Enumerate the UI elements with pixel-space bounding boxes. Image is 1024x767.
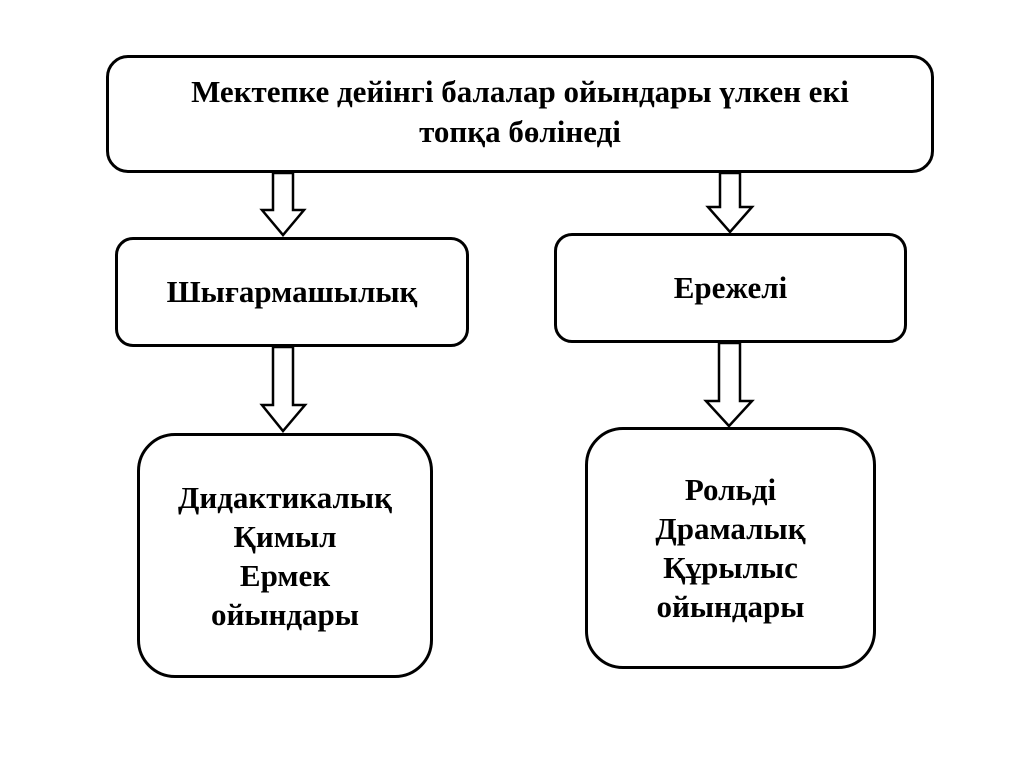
- leaf-node-rules-games-label: Рольді Драмалық Құрылыс ойындары: [655, 472, 806, 624]
- leaf-node-creative-games: Дидактикалық Қимыл Ермек ойындары: [137, 433, 433, 678]
- leaf-node-creative-games-label: Дидактикалық Қимыл Ермек ойындары: [178, 479, 392, 632]
- branch-node-creative-label: Шығармашылық: [166, 274, 418, 309]
- branch-node-creative: Шығармашылық: [115, 237, 469, 347]
- arrow-root-to-left: [259, 171, 307, 237]
- arrow-right-to-child: [703, 341, 755, 428]
- arrow-root-to-right: [705, 171, 755, 234]
- leaf-node-rules-games: Рольді Драмалық Құрылыс ойындары: [585, 427, 876, 669]
- root-node: Мектепке дейінгі балалар ойындары үлкен …: [106, 55, 934, 173]
- branch-node-rules: Ережелі: [554, 233, 907, 343]
- root-node-label: Мектепке дейінгі балалар ойындары үлкен …: [191, 74, 849, 149]
- arrow-left-to-child: [259, 345, 308, 433]
- branch-node-rules-label: Ережелі: [673, 270, 788, 305]
